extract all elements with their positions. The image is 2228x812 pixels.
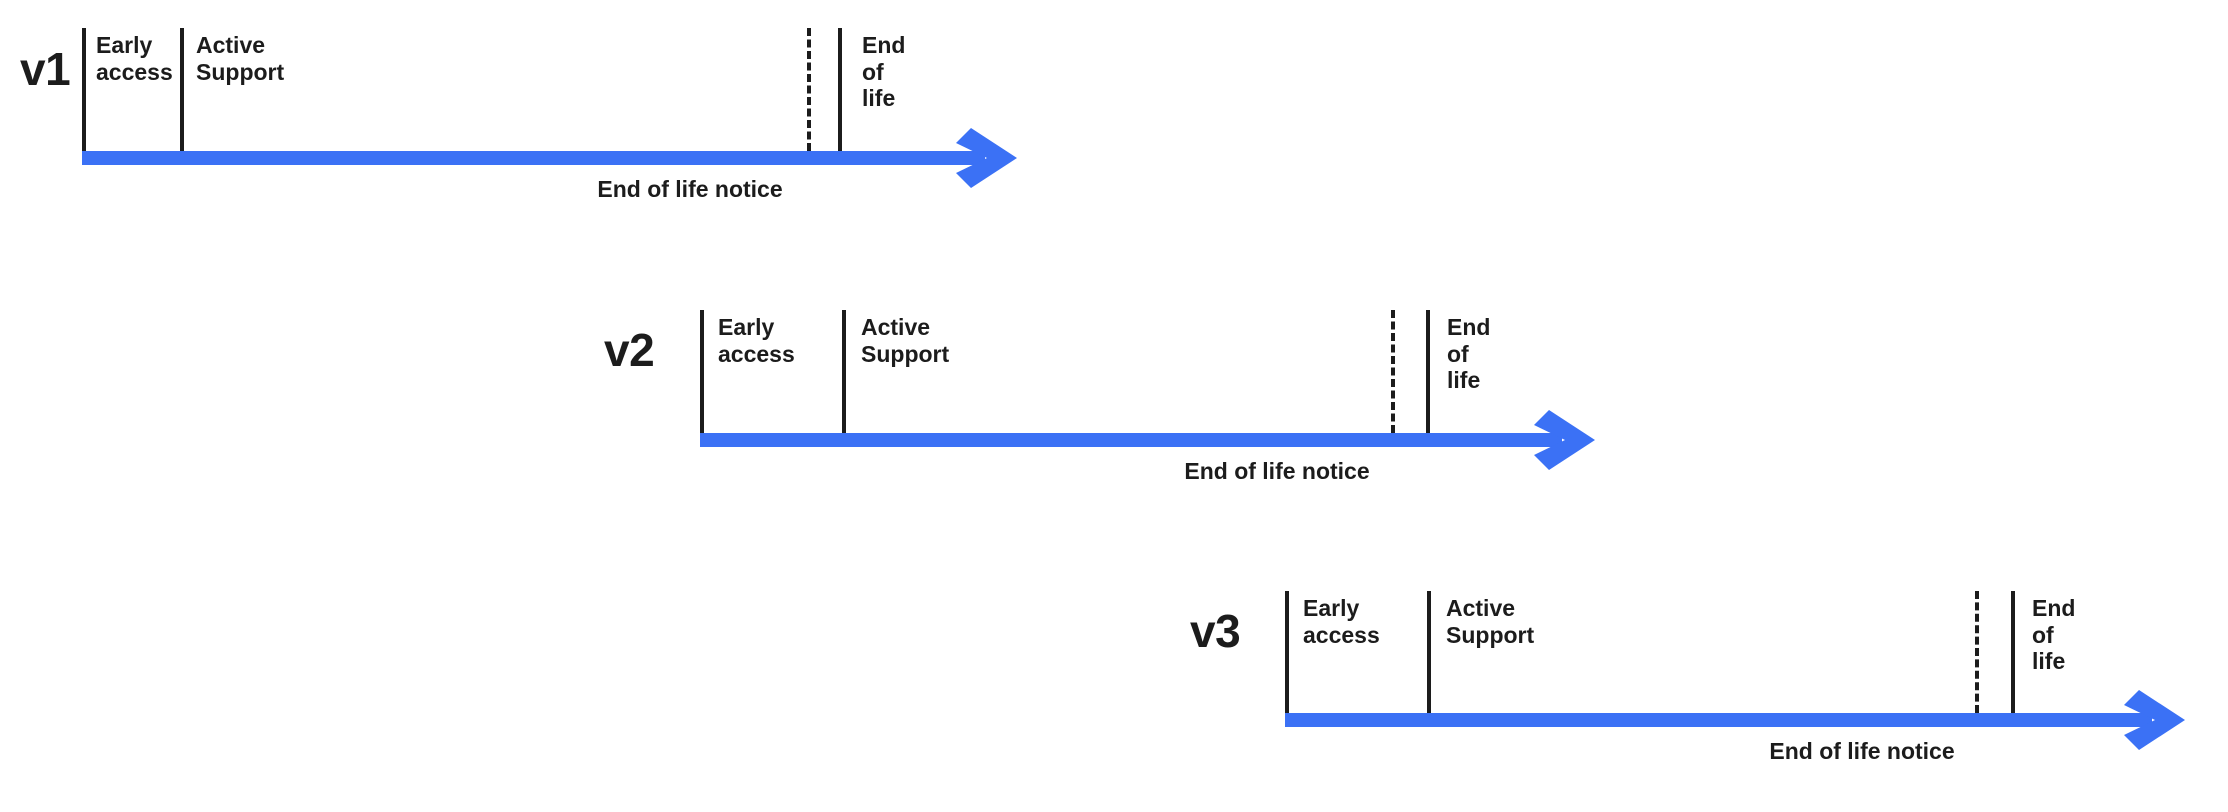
phase-label-end_of_life-v1: End of life bbox=[862, 32, 906, 112]
phase-boundary-tick-v3-1 bbox=[1427, 591, 1431, 713]
phase-label-early_access-v1: Early access bbox=[96, 32, 173, 85]
notice-marker-dashed-v1 bbox=[807, 28, 811, 151]
version-label-v1: v1 bbox=[20, 43, 71, 95]
arrow-head-icon-v3 bbox=[2122, 689, 2186, 751]
end-of-life-notice-label-v2: End of life notice bbox=[1184, 458, 1370, 484]
phase-boundary-tick-v2-3 bbox=[1426, 310, 1430, 433]
phase-label-early_access-v2: Early access bbox=[718, 314, 795, 367]
phase-label-end_of_life-v3: End of life bbox=[2032, 595, 2076, 675]
end-of-life-notice-label-v1: End of life notice bbox=[597, 176, 783, 202]
version-label-v3: v3 bbox=[1190, 605, 1241, 657]
arrow-head-icon-v2 bbox=[1532, 409, 1596, 471]
phase-boundary-tick-v2-0 bbox=[700, 310, 704, 433]
end-of-life-notice-label-v3: End of life notice bbox=[1769, 738, 1955, 764]
timeline-bar-v2 bbox=[700, 433, 1562, 447]
phase-label-active_support-v3: Active Support bbox=[1446, 595, 1535, 648]
phase-boundary-tick-v1-3 bbox=[838, 28, 842, 151]
phase-boundary-tick-v1-0 bbox=[82, 28, 86, 151]
phase-boundary-tick-v1-1 bbox=[180, 28, 184, 151]
phase-boundary-tick-v2-1 bbox=[842, 310, 846, 433]
timeline-bar-v1 bbox=[82, 151, 985, 165]
phase-boundary-tick-v3-3 bbox=[2011, 591, 2015, 713]
arrow-head-icon-v1 bbox=[955, 127, 1018, 189]
notice-marker-dashed-v2 bbox=[1391, 310, 1395, 433]
phase-label-active_support-v1: Active Support bbox=[196, 32, 285, 85]
phase-boundary-tick-v3-0 bbox=[1285, 591, 1289, 713]
notice-marker-dashed-v3 bbox=[1975, 591, 1979, 713]
version-label-v2: v2 bbox=[604, 324, 655, 376]
timeline-bar-v3 bbox=[1285, 713, 2152, 727]
phase-label-early_access-v3: Early access bbox=[1303, 595, 1380, 648]
phase-label-end_of_life-v2: End of life bbox=[1447, 314, 1491, 394]
phase-label-active_support-v2: Active Support bbox=[861, 314, 950, 367]
